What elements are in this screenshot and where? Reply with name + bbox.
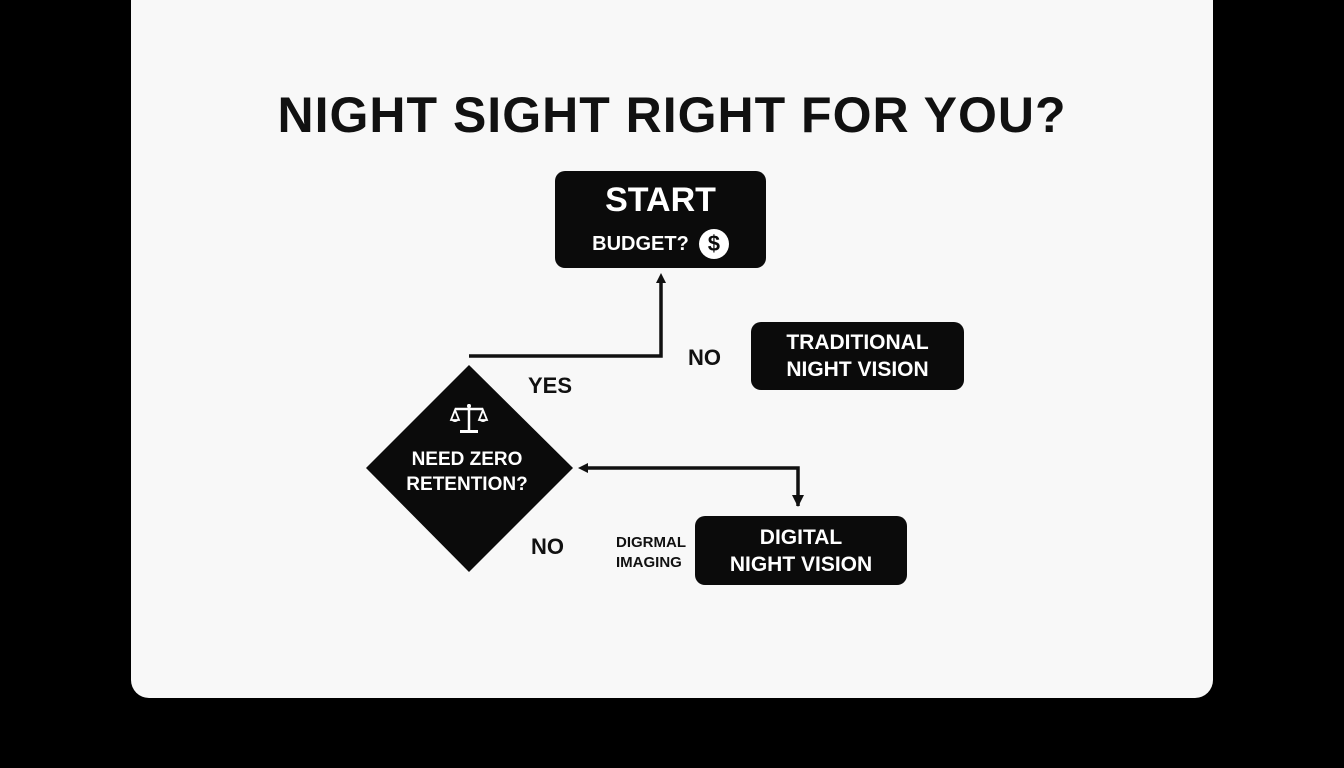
connectors — [366, 273, 804, 572]
no-label-bottom: NO — [531, 534, 564, 559]
digrmal-line1: DIGRMAL — [616, 534, 686, 551]
digital-arrow-down — [792, 495, 804, 507]
decision-diamond — [366, 365, 573, 572]
no-label-top: NO — [688, 345, 721, 370]
budget-question: BUDGET? — [592, 232, 689, 255]
start-node: START BUDGET? $ — [555, 171, 766, 268]
digrmal-imaging-label: DIGRMAL IMAGING — [616, 533, 686, 573]
page-title: NIGHT SIGHT RIGHT FOR YOU? — [277, 87, 1067, 143]
dollar-icon: $ — [698, 229, 729, 259]
decision-text: NEED ZERO RETENTION? — [367, 447, 567, 497]
decision-line1: NEED ZERO — [411, 449, 523, 470]
digital-night-vision-node: DIGITAL NIGHT VISION — [695, 516, 907, 585]
digital-connector — [578, 463, 800, 506]
start-label: START — [605, 181, 716, 219]
yes-connector — [469, 273, 666, 358]
digital-line1: DIGITAL — [759, 525, 843, 549]
budget-question-row: BUDGET? $ — [555, 229, 766, 259]
traditional-line1: TRADITIONAL — [786, 331, 929, 354]
decision-line2: RETENTION? — [406, 474, 528, 495]
diagram-card: NIGHT SIGHT RIGHT FOR YOU? START BUDGET?… — [131, 0, 1213, 698]
digital-line2: NIGHT VISION — [729, 552, 873, 576]
digrmal-line2: IMAGING — [616, 554, 682, 571]
traditional-night-vision-node: TRADITIONAL NIGHT VISION — [751, 322, 964, 390]
yes-label: YES — [528, 373, 573, 398]
traditional-line2: NIGHT VISION — [786, 358, 929, 381]
scale-icon — [449, 404, 489, 433]
